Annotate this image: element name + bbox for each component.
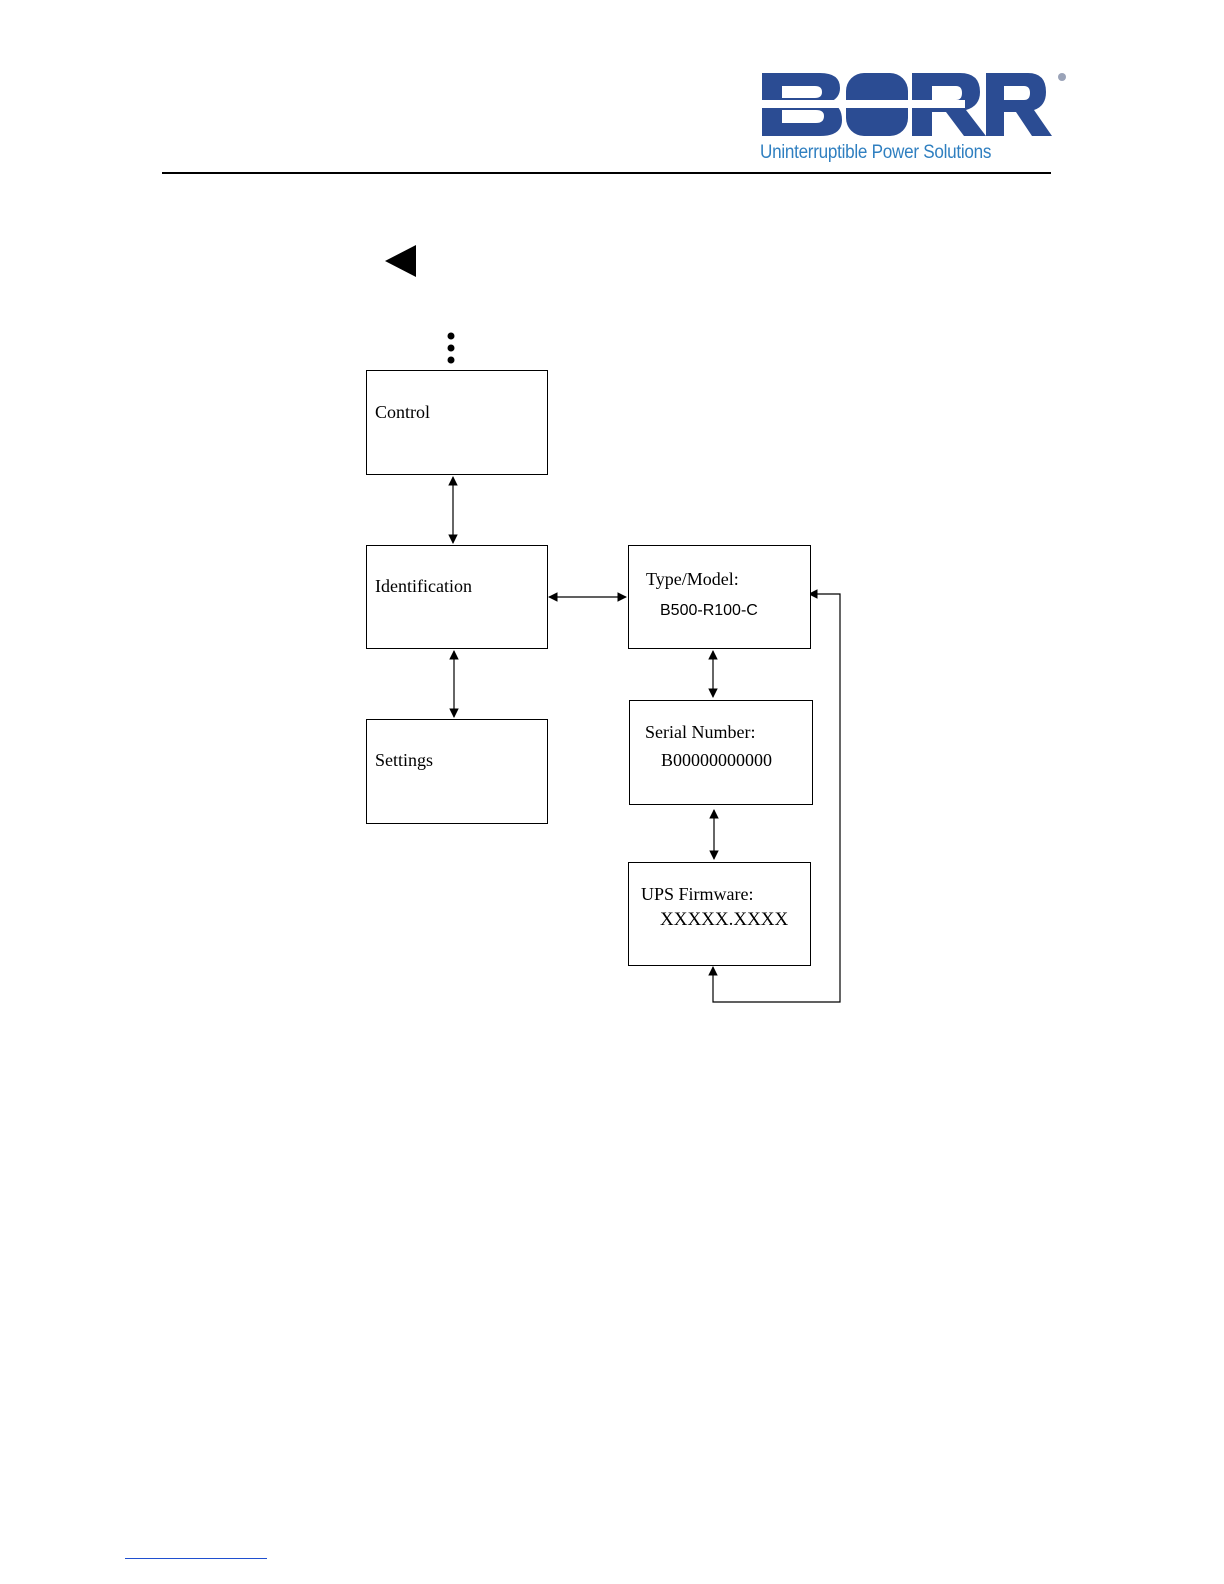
detail-box-serial-number: Serial Number: B00000000000	[629, 700, 813, 805]
serial-number-label: Serial Number:	[645, 722, 755, 743]
type-model-label: Type/Model:	[646, 569, 739, 590]
detail-box-ups-firmware: UPS Firmware: XXXXX.XXXX	[628, 862, 811, 966]
menu-label-identification: Identification	[375, 576, 472, 597]
serial-number-value: B00000000000	[661, 750, 772, 771]
ups-firmware-value: XXXXX.XXXX	[660, 909, 788, 931]
menu-label-settings: Settings	[375, 750, 433, 771]
footer-link-underline	[125, 1558, 267, 1559]
menu-box-identification[interactable]: Identification	[366, 545, 548, 649]
detail-box-type-model: Type/Model: B500-R100-C	[628, 545, 811, 649]
menu-label-control: Control	[375, 402, 430, 423]
type-model-value: B500-R100-C	[660, 602, 758, 620]
ups-firmware-label: UPS Firmware:	[641, 884, 754, 905]
menu-box-control[interactable]: Control	[366, 370, 548, 475]
menu-box-settings[interactable]: Settings	[366, 719, 548, 824]
